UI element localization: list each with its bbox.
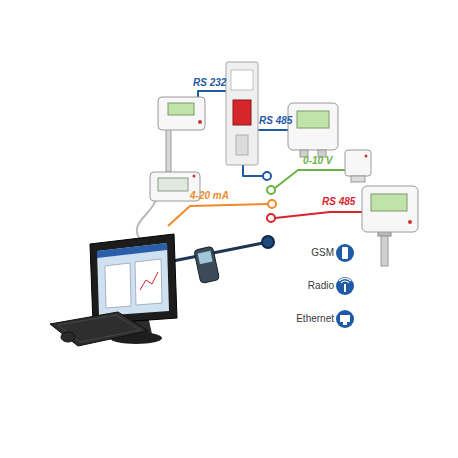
signal-label: 4-20 mA	[190, 190, 229, 202]
rs485-line	[258, 129, 288, 131]
display-device	[288, 103, 338, 157]
hub-points	[262, 172, 276, 248]
signal-label: RS 485	[322, 196, 355, 208]
hub-point	[262, 236, 274, 248]
rs232-line	[198, 91, 226, 97]
hub-point	[267, 186, 275, 194]
signal-label: 0-10 V	[303, 155, 332, 167]
transmitter-device	[362, 186, 418, 266]
hub-point	[263, 172, 271, 180]
signal-label: RS 232	[193, 77, 226, 89]
rs485-drop	[243, 165, 263, 176]
rs485-line-red	[275, 212, 362, 218]
converter-device	[226, 62, 258, 165]
current-line	[168, 204, 268, 226]
transmitter-device	[158, 97, 205, 172]
radio-icon	[336, 277, 354, 295]
channel-label: GSM	[311, 247, 334, 259]
ethernet-icon	[336, 310, 354, 328]
voltage-line	[275, 170, 345, 188]
channel-label: Radio	[308, 280, 334, 292]
hub-point	[268, 200, 276, 208]
hub-point	[267, 214, 275, 222]
gsm-icon	[336, 244, 354, 262]
computer	[50, 234, 177, 346]
signal-label: RS 485	[259, 115, 292, 127]
sensor-device	[345, 150, 371, 182]
channel-label: Ethernet	[296, 313, 334, 325]
handheld-logger	[194, 246, 220, 283]
